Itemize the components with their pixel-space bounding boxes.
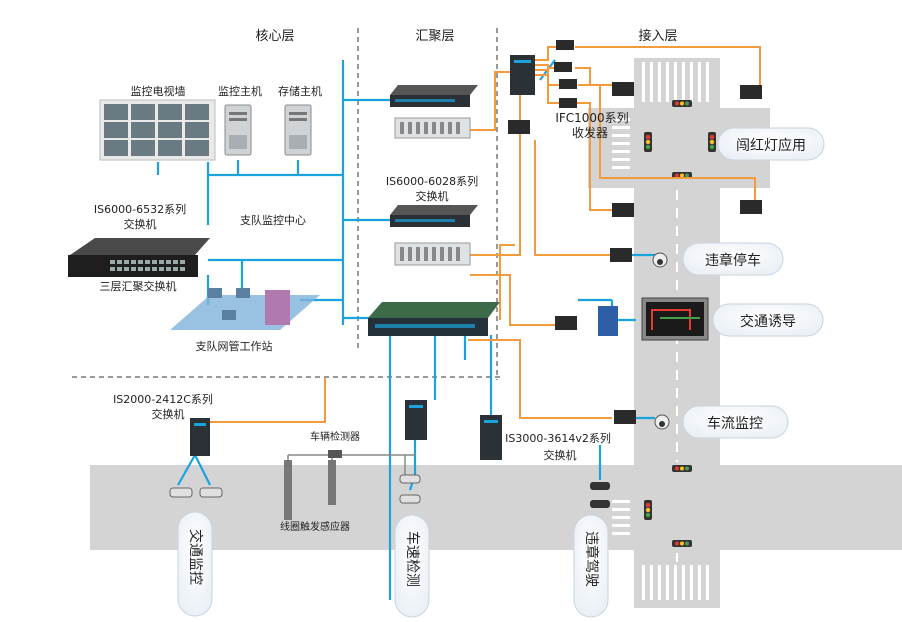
converter-icon <box>614 410 636 424</box>
coil-sensor-icon <box>284 460 292 520</box>
app-pill-speed-detect: 车速检测 <box>394 514 430 618</box>
app-pill-traffic-monitor: 交通监控 <box>177 511 213 617</box>
layer-core-label: 核心层 <box>255 29 294 44</box>
svg-text:交通诱导: 交通诱导 <box>740 313 796 330</box>
aggregation-switch-icon <box>390 205 478 227</box>
converter-icon <box>610 248 632 262</box>
layer-dividers <box>72 28 500 380</box>
app-pill-illegal-driving: 违章驾驶 <box>573 514 609 618</box>
converter-icon <box>555 316 577 330</box>
converter-icon <box>556 40 574 50</box>
svg-text:车速检测: 车速检测 <box>404 531 421 587</box>
guidance-screen-icon <box>641 297 709 341</box>
core-switch-model: IS6000-6532系列 <box>94 202 186 216</box>
core-switch-icon <box>68 238 210 277</box>
aggregation-large-switch-icon <box>368 302 500 336</box>
converter-icon <box>559 79 577 89</box>
aggregation-switch-model: IS6000-6028系列 <box>386 174 478 188</box>
vehicle-detector-label: 车辆检测器 <box>310 430 360 443</box>
is2000-model-label: IS2000-2412C系列 <box>113 392 213 406</box>
app-pill-traffic-guidance: 交通诱导 <box>712 303 824 337</box>
svg-text:车流监控: 车流监控 <box>707 415 763 432</box>
converter-icon <box>508 120 530 134</box>
bullet-camera-icon <box>399 494 421 504</box>
core-switch-caption: 三层汇聚交换机 <box>100 279 177 293</box>
svg-text:闯红灯应用: 闯红灯应用 <box>736 137 806 154</box>
svg-text:违章驾驶: 违章驾驶 <box>583 531 600 587</box>
bullet-camera-icon <box>399 474 421 484</box>
bullet-camera-icon <box>590 500 610 508</box>
coil-sensor-icon <box>328 460 336 505</box>
storage-host-icon <box>284 104 312 156</box>
is3000-model-label: IS3000-3614v2系列 <box>505 431 611 445</box>
svg-text:违章停车: 违章停车 <box>705 252 761 269</box>
bullet-camera-icon <box>199 487 223 498</box>
coil-sensor-label: 线圈触发感应器 <box>280 520 350 533</box>
storage-host-label: 存储主机 <box>278 84 322 98</box>
tv-wall-label: 监控电视墙 <box>131 84 186 98</box>
workstation-platform <box>170 288 320 330</box>
crosswalk <box>612 62 709 600</box>
monitor-host-icon <box>224 104 252 156</box>
dome-camera-icon <box>652 252 668 268</box>
bullet-camera-icon <box>590 482 610 490</box>
dome-camera-icon <box>654 414 670 430</box>
core-switch-suffix: 交换机 <box>124 217 157 231</box>
traffic-light-horizontal-icon <box>672 465 692 472</box>
vehicle-detector-icon <box>328 450 342 458</box>
workstation-label: 支队网管工作站 <box>196 339 273 353</box>
traffic-light-horizontal-icon <box>672 100 692 107</box>
access-switch-icon <box>510 55 535 95</box>
ethernet-links <box>156 59 655 600</box>
converter-icon <box>740 200 762 214</box>
is2000-suffix-label: 交换机 <box>152 407 185 421</box>
bullet-camera-icon <box>169 487 193 498</box>
is3000-suffix-label: 交换机 <box>544 448 577 462</box>
traffic-light-icon <box>644 132 652 152</box>
media-converter-chassis-icon <box>394 242 471 266</box>
traffic-light-horizontal-icon <box>672 540 692 547</box>
aggregation-switch-suffix: 交换机 <box>416 189 449 203</box>
monitor-center-label: 支队监控中心 <box>240 213 306 227</box>
road-horizontal <box>90 465 902 550</box>
tv-wall <box>99 99 216 161</box>
app-pill-illegal-parking: 违章停车 <box>682 242 784 276</box>
svg-text:交通监控: 交通监控 <box>187 529 204 585</box>
layer-access-label: 接入层 <box>638 28 677 44</box>
aggregation-switch-icon <box>390 85 478 107</box>
app-pill-flow-monitor: 车流监控 <box>682 405 789 439</box>
fiber-links <box>203 46 761 423</box>
transceiver-model-label: IFC1000系列 <box>555 111 628 125</box>
io-module-icon <box>598 306 618 336</box>
traffic-light-icon <box>644 500 652 520</box>
converter-icon <box>559 98 577 108</box>
monitor-host-label: 监控主机 <box>218 84 262 98</box>
is3000-switch-icon <box>480 415 502 460</box>
traffic-light-icon <box>708 132 716 152</box>
transceiver-suffix-label: 收发器 <box>572 125 608 140</box>
layer-aggregation-label: 汇聚层 <box>415 29 454 44</box>
media-converter-chassis-icon <box>394 117 471 139</box>
converter-icon <box>740 85 762 99</box>
converter-icon <box>612 203 634 217</box>
is2000-switch-icon <box>190 418 210 456</box>
field-switch-icon <box>405 400 427 440</box>
converter-icon <box>554 62 572 72</box>
converter-icon <box>612 82 634 96</box>
app-pill-red-light: 闯红灯应用 <box>717 127 825 161</box>
